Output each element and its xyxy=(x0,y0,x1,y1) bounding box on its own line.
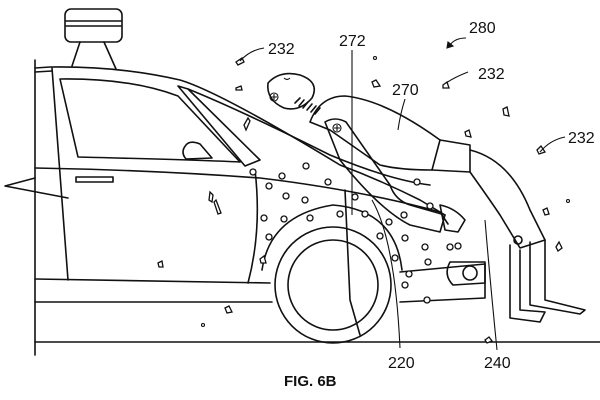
label-232-top-right: 232 xyxy=(478,66,505,83)
label-272: 272 xyxy=(339,33,366,50)
figure-caption: FIG. 6B xyxy=(284,373,337,390)
label-232-top-left: 232 xyxy=(268,41,295,58)
label-240: 240 xyxy=(484,355,511,372)
label-220: 220 xyxy=(388,355,415,372)
vehicle-body xyxy=(4,66,486,336)
label-280: 280 xyxy=(469,20,496,37)
front-wheel xyxy=(261,204,403,344)
label-232-right: 232 xyxy=(568,130,595,147)
debris-particles xyxy=(157,55,571,344)
label-270: 270 xyxy=(392,82,419,99)
adhesive-layer xyxy=(249,162,462,304)
pedestrian-dummy xyxy=(267,72,586,323)
leader-lines xyxy=(239,37,566,351)
reference-labels: 232 272 280 232 270 232 220 240 FIG. 6B xyxy=(268,20,595,390)
roof-sensor xyxy=(64,8,123,70)
ground xyxy=(34,59,600,356)
